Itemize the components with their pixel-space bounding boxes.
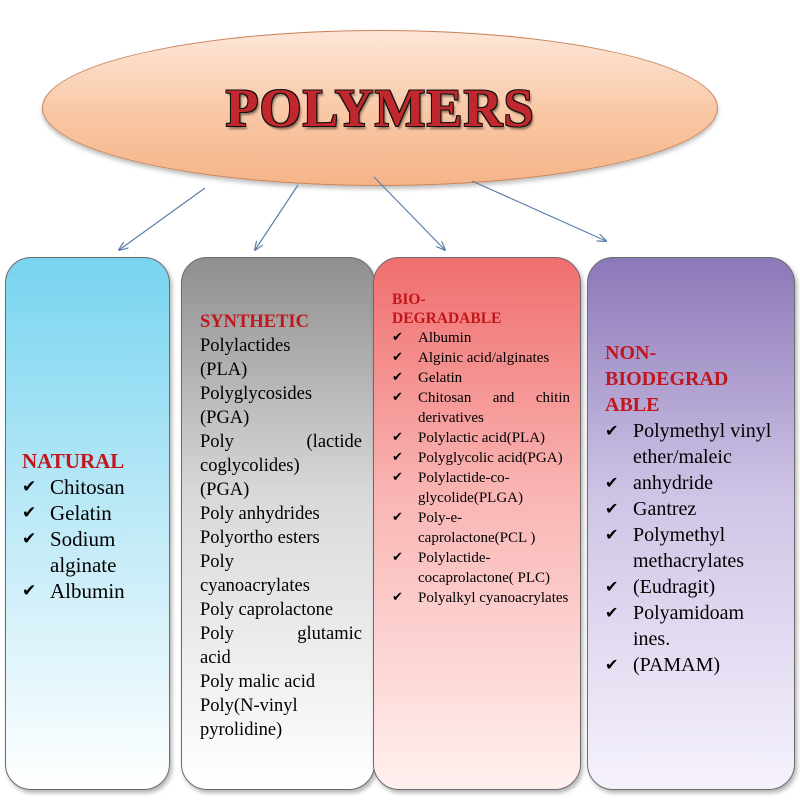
list-item: Poly glutamic — [200, 624, 362, 644]
list-item: Alginic acid/alginates — [392, 348, 570, 368]
non-biodegradable-content: NON- BIODEGRAD ABLE Polymethyl vinyl eth… — [605, 340, 783, 678]
list-item: Poly caprolactone — [200, 600, 334, 620]
list-item: Poly malic acid — [200, 672, 316, 692]
heading-line: BIODEGRAD — [605, 368, 729, 390]
list-item: (Eudragit) — [605, 574, 783, 600]
heading-line: BIO- — [392, 291, 426, 308]
heading-line: NON- — [605, 342, 657, 364]
list-item: Albumin — [392, 328, 570, 348]
list-item: Polylactic acid(PLA) — [392, 428, 570, 448]
biodegradable-box: BIO- DEGRADABLE Albumin Alginic acid/alg… — [373, 257, 581, 790]
non-biodegradable-box: NON- BIODEGRAD ABLE Polymethyl vinyl eth… — [587, 257, 795, 790]
list-item: Poly — [200, 552, 234, 572]
arrow-icon — [471, 180, 606, 241]
list-item: Polymethyl vinyl ether/maleic — [605, 418, 783, 470]
biodegradable-heading: BIO- DEGRADABLE — [392, 290, 570, 328]
natural-list: Chitosan Gelatin Sodium alginate Albumin — [22, 474, 166, 604]
list-item: pyrolidine) — [200, 720, 283, 740]
diagram-title: POLYMERS — [225, 78, 535, 138]
list-item: acid — [200, 648, 231, 668]
list-item: Chitosan and chitin derivatives — [392, 388, 570, 428]
synthetic-heading: SYNTHETIC — [200, 312, 309, 332]
list-item: Poly(N-vinyl — [200, 696, 298, 716]
arrow-icon — [255, 184, 299, 250]
list-item: Sodium alginate — [22, 526, 166, 578]
natural-box: NATURAL Chitosan Gelatin Sodium alginate… — [5, 257, 170, 790]
biodegradable-list: Albumin Alginic acid/alginates Gelatin C… — [392, 328, 570, 608]
synthetic-content: SYNTHETIC Polylactides (PLA) Polyglycosi… — [200, 310, 362, 742]
list-item: Polyglycosides — [200, 384, 313, 404]
list-item: Gelatin — [392, 368, 570, 388]
list-item: Polylactide-cocaprolactone( PLC) — [392, 548, 570, 588]
list-item: Gelatin — [22, 500, 166, 526]
list-item: (PGA) — [200, 480, 250, 500]
list-item: Polyamidoam ines. — [605, 600, 783, 652]
list-item: (PGA) — [200, 408, 250, 428]
list-item: Polyalkyl cyanoacrylates — [392, 588, 570, 608]
list-item: Poly anhydrides — [200, 504, 320, 524]
list-item: Polylactides — [200, 336, 291, 356]
list-item: Polyglycolic acid(PGA) — [392, 448, 570, 468]
list-item: Chitosan — [22, 474, 166, 500]
list-item: (PLA) — [200, 360, 248, 380]
non-biodegradable-list: Polymethyl vinyl ether/maleic anhydride … — [605, 418, 783, 678]
heading-line: DEGRADABLE — [392, 310, 502, 327]
list-item: Polyortho esters — [200, 528, 320, 548]
synthetic-box: SYNTHETIC Polylactides (PLA) Polyglycosi… — [181, 257, 375, 790]
list-item: (PAMAM) — [605, 652, 783, 678]
non-biodegradable-heading: NON- BIODEGRAD ABLE — [605, 340, 783, 418]
list-item: Albumin — [22, 578, 166, 604]
natural-content: NATURAL Chitosan Gelatin Sodium alginate… — [22, 448, 166, 604]
list-item: Polymethyl methacrylates — [605, 522, 783, 574]
list-item: Poly (lactide — [200, 432, 362, 452]
polymers-ellipse: POLYMERS — [42, 30, 718, 186]
list-item: anhydride — [605, 470, 783, 496]
list-item: Gantrez — [605, 496, 783, 522]
list-item: Polylactide-co-glycolide(PLGA) — [392, 468, 570, 508]
connector-arrows — [0, 176, 800, 260]
arrow-icon — [119, 187, 206, 250]
list-item: Poly-e-caprolactone(PCL ) — [392, 508, 570, 548]
list-item: cyanoacrylates — [200, 576, 310, 596]
natural-heading: NATURAL — [22, 449, 125, 473]
biodegradable-content: BIO- DEGRADABLE Albumin Alginic acid/alg… — [392, 290, 570, 608]
list-item: coglycolides) — [200, 456, 300, 476]
heading-line: ABLE — [605, 394, 660, 416]
arrow-icon — [373, 176, 445, 250]
